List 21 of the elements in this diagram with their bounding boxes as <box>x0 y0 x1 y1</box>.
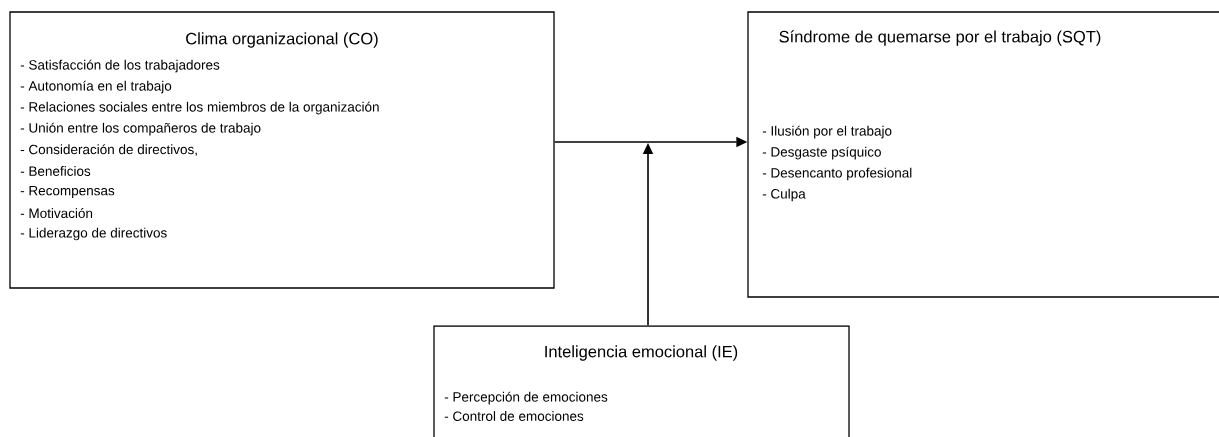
concept-box <box>747 11 1219 298</box>
node-title: Clima organizacional (CO) <box>186 32 378 48</box>
list-item: - Ilusión por el trabajo <box>762 125 892 139</box>
list-item: - Control de emociones <box>444 411 584 421</box>
list-item: - Desgaste psíquico <box>762 146 881 160</box>
list-item: - Motivación <box>20 207 93 219</box>
list-item: - Unión entre los compañeros de trabajo <box>20 122 261 136</box>
concept-box <box>9 11 555 289</box>
node-title: Inteligencia emocional (IE) <box>545 345 738 361</box>
node-title: Síndrome de quemarse por el trabajo (SQT) <box>779 30 1101 46</box>
list-item: - Satisfacción de los trabajadores <box>20 59 220 73</box>
list-item: - Desencanto profesional <box>762 167 912 181</box>
concept-box <box>433 325 850 437</box>
list-item: - Recompensas <box>20 185 115 199</box>
list-item: - Liderazgo de directivos <box>20 227 167 241</box>
list-item: - Autonomía en el trabajo <box>20 80 172 94</box>
list-item: - Beneficios <box>20 166 91 176</box>
list-item: - Culpa <box>762 188 806 202</box>
list-item: - Consideración de directivos, <box>20 144 197 156</box>
list-item: - Relaciones sociales entre los miembros de la organización <box>20 101 379 115</box>
list-item: - Percepción de emociones <box>444 391 608 405</box>
